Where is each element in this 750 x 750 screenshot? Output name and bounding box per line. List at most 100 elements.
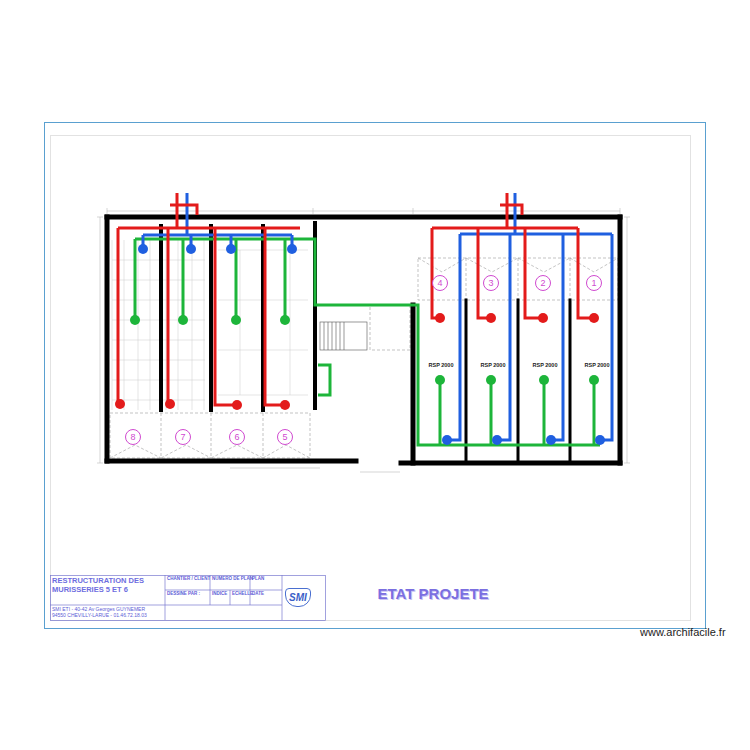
callout-number: 4 xyxy=(437,278,442,288)
plan-shape xyxy=(418,258,618,300)
plan-shape xyxy=(546,435,556,445)
plan-shape xyxy=(161,413,263,458)
plan-shape xyxy=(107,208,620,214)
plan-shape xyxy=(492,435,502,445)
equipment-label: RSP 2000 xyxy=(532,362,559,368)
plan-shape xyxy=(110,413,310,458)
plan-shape xyxy=(595,435,605,445)
plan-shape xyxy=(130,315,140,325)
plan-shape xyxy=(324,322,344,350)
project-title-cell: RESTRUCTURATION DES MURISSERIES 5 ET 6 xyxy=(52,577,163,594)
plan-shape xyxy=(45,123,706,629)
plan-shape xyxy=(107,459,356,464)
equipment-label: RSP 2000 xyxy=(428,362,455,368)
plan-shape xyxy=(618,217,623,463)
room-number: 7 xyxy=(175,429,191,445)
plan-shape xyxy=(435,313,445,323)
plan-shape xyxy=(165,399,175,409)
plan-shape xyxy=(486,313,496,323)
callout-number: 3 xyxy=(488,278,493,288)
watermark: www.archifacile.fr xyxy=(640,626,726,638)
plan-shape xyxy=(107,215,620,220)
blue-dots xyxy=(138,244,605,445)
plan-shape xyxy=(466,300,570,463)
plan-shape xyxy=(432,193,578,228)
title-block-header: DESSINE PAR : xyxy=(167,592,200,597)
equipment-label: RSP 2000 xyxy=(480,362,507,368)
project-title: RESTRUCTURATION DES MURISSERIES 5 ET 6 xyxy=(52,577,163,594)
plan-shape xyxy=(435,375,445,385)
logo-text: SMI xyxy=(289,592,307,603)
plan-shape xyxy=(135,239,285,320)
callout-number: 8 xyxy=(130,432,135,442)
title-block-header: PLAN xyxy=(252,577,264,582)
title-block-header: ECHELLE xyxy=(232,592,253,597)
plan-shape xyxy=(105,217,110,461)
room-number: 2 xyxy=(535,275,551,291)
plan-shape xyxy=(442,435,452,445)
company-address: SMI ETI - 40-42 Av Georges GUYNEMER xyxy=(52,607,145,613)
room-number: 1 xyxy=(586,275,602,291)
plan-shape xyxy=(411,305,416,463)
title-block-header: DATE xyxy=(252,592,264,597)
plan-shape xyxy=(118,193,300,228)
title-block-header: INDICE xyxy=(212,592,227,597)
plan-shape xyxy=(432,228,594,318)
plan-shape xyxy=(232,400,242,410)
stair xyxy=(320,322,367,350)
plan-shape xyxy=(112,260,205,400)
callout-number: 6 xyxy=(234,432,239,442)
plan-shape xyxy=(320,322,367,350)
dimension-lines xyxy=(97,208,630,472)
plan-shape xyxy=(280,400,290,410)
walls xyxy=(107,217,620,463)
plan-shape xyxy=(589,375,599,385)
room-number: 3 xyxy=(483,275,499,291)
equipment-label: RSP 2000 xyxy=(584,362,611,368)
plan-shape xyxy=(112,240,204,410)
plan-shape xyxy=(401,461,620,466)
plan-shape xyxy=(447,234,612,440)
plan-shape xyxy=(115,399,125,409)
company-logo: SMI xyxy=(285,588,311,607)
plan-shape xyxy=(440,380,594,445)
plan-shape xyxy=(486,375,496,385)
plan-shape xyxy=(50,575,282,620)
plan-shape xyxy=(539,375,549,385)
plan-shape xyxy=(51,576,326,621)
plan-shape xyxy=(624,217,630,463)
room-number: 4 xyxy=(432,275,448,291)
plan-shape xyxy=(370,305,410,350)
plan-shape xyxy=(230,468,400,472)
title-block xyxy=(50,575,326,621)
plan-shape xyxy=(135,239,600,445)
plan-shape xyxy=(418,258,618,272)
room-number: 5 xyxy=(277,429,293,445)
company-address: 94550 CHEVILLY-LARUE - 01.46.72.18.03 xyxy=(52,613,147,619)
sheet-title: ETAT PROJETE xyxy=(377,586,488,603)
blue-pipes xyxy=(143,193,612,440)
room-number: 8 xyxy=(125,429,141,445)
plan-shape xyxy=(51,136,691,621)
plan-shape xyxy=(466,258,570,300)
callout-number: 2 xyxy=(540,278,545,288)
dashed-zones xyxy=(110,258,618,458)
plan-shape xyxy=(538,313,548,323)
plan-shape xyxy=(287,244,297,254)
title-block-header: CHANTIER / CLIENT xyxy=(167,577,210,582)
room-number: 6 xyxy=(229,429,245,445)
plan-shape xyxy=(186,244,196,254)
plan-shape xyxy=(97,217,103,463)
sheet-frame xyxy=(45,123,706,629)
plan-shape xyxy=(110,445,310,458)
plan-shape xyxy=(143,235,292,249)
callout-number: 5 xyxy=(282,432,287,442)
green-pipes xyxy=(135,239,600,445)
callout-number: 1 xyxy=(591,278,596,288)
plan-shape xyxy=(589,313,599,323)
plan-shape xyxy=(280,315,290,325)
red-dots xyxy=(115,313,599,410)
plan-shape xyxy=(231,315,241,325)
